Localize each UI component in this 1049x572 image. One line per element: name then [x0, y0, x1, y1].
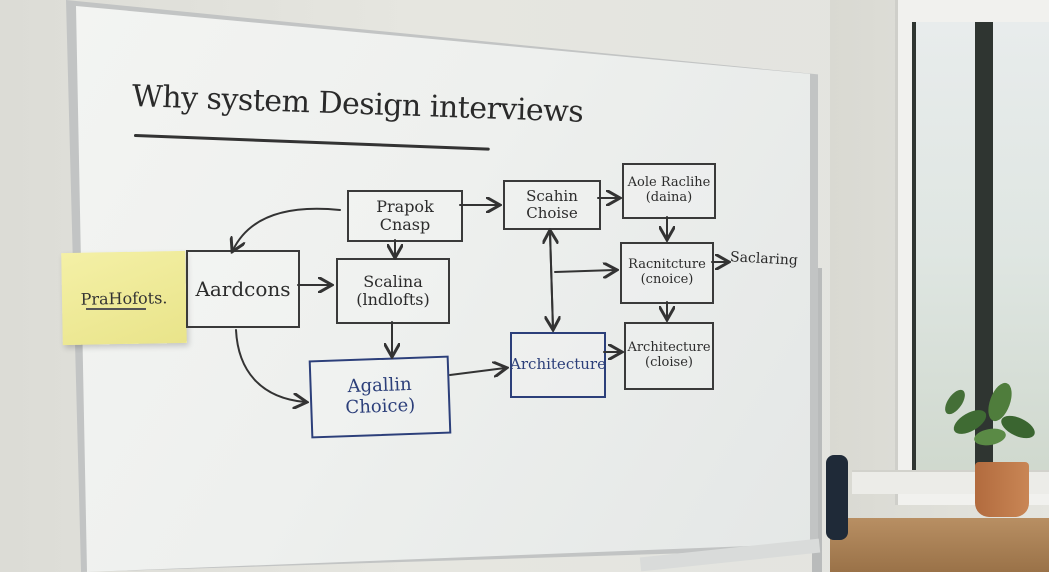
chair-back	[826, 455, 848, 540]
sticky-note-underline	[86, 308, 146, 310]
box-architecture-blue: Architecture	[510, 332, 606, 398]
plant-leaves	[945, 382, 1035, 446]
desk	[830, 518, 1049, 572]
box-aardcons: Aardcons	[186, 250, 300, 328]
arrow-to-racnitcture	[554, 270, 615, 272]
plant-pot	[975, 462, 1029, 517]
box-aole-raclihe: Aole Raclihe (daina)	[622, 163, 716, 219]
arrow-architecture-to-scahin	[550, 232, 553, 331]
arrow-aardcons-to-agallin	[235, 329, 305, 402]
arrow-prapok-to-aardcons	[233, 207, 341, 250]
window-mullion	[975, 22, 993, 482]
whiteboard-surface	[76, 6, 810, 572]
arrow-agallin-to-architecture	[449, 368, 505, 375]
box-prapok-cnasp: Prapok Cnasp	[347, 190, 463, 242]
box-architecture-cloise: Architecture (cloise)	[624, 322, 714, 390]
